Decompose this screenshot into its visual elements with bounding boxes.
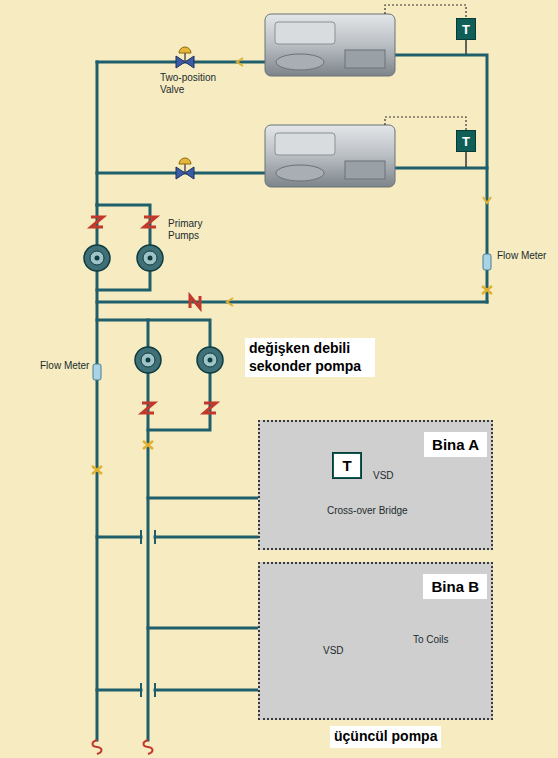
meter-label: Flow Meter bbox=[497, 250, 547, 262]
drive-label: VSD bbox=[322, 645, 345, 657]
valve-label: Two-position Valve bbox=[160, 72, 232, 95]
node-label: Bina B bbox=[423, 574, 487, 599]
coil-label: To Coils bbox=[412, 634, 450, 646]
bridge-label: Cross-over Bridge bbox=[326, 505, 409, 517]
building-region: Bina A T bbox=[258, 420, 493, 550]
node-label: T bbox=[459, 21, 473, 38]
temperature-sensor: T bbox=[456, 130, 476, 152]
pump-note: üçüncül pompa bbox=[330, 726, 441, 748]
building-region: Bina B bbox=[258, 562, 493, 720]
pump-note: değişken debili sekonder pompa bbox=[245, 338, 375, 377]
temperature-sensor: T bbox=[456, 18, 476, 40]
node-label: T bbox=[334, 454, 359, 477]
node-label: Bina A bbox=[424, 432, 487, 457]
meter-label: Flow Meter bbox=[40, 360, 90, 372]
pump-label: Primary Pumps bbox=[168, 218, 222, 241]
temperature-sensor: T bbox=[332, 452, 362, 479]
drive-label: VSD bbox=[372, 470, 395, 482]
node-label: T bbox=[459, 133, 473, 150]
